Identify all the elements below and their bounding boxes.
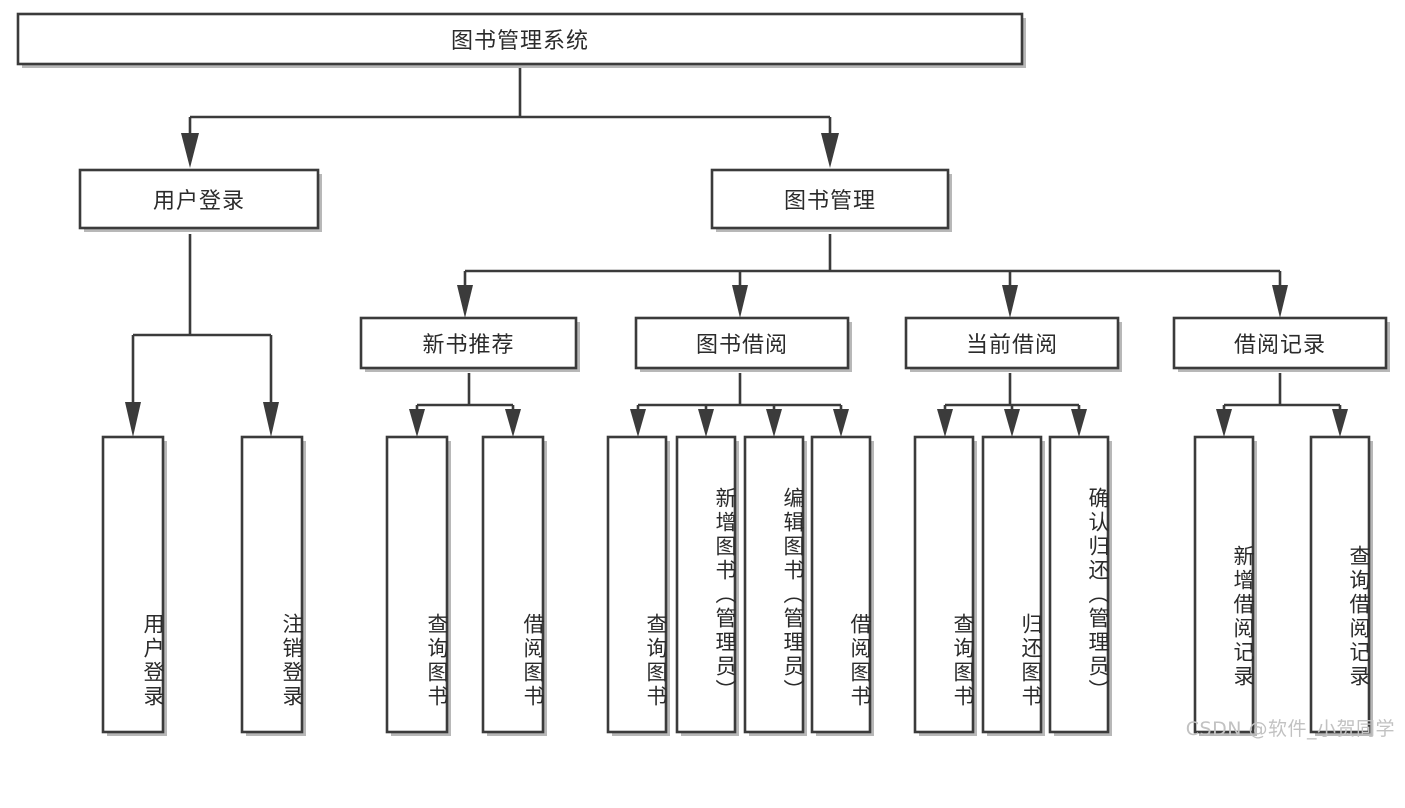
node-box-leaf-7[interactable] <box>743 435 805 734</box>
arrow-head-to-book-manage <box>821 133 839 168</box>
node-box-leaf-9[interactable] <box>913 435 975 734</box>
node-box-user-login[interactable] <box>78 168 320 230</box>
node-box-book-borrow[interactable] <box>634 316 850 370</box>
tree-diagram-svg <box>16 12 1390 736</box>
connectors <box>125 66 1348 437</box>
arrow-head-new-book-rec <box>457 285 473 318</box>
arrow-head-leaf-8 <box>833 409 849 437</box>
node-box-leaf-5[interactable] <box>606 435 668 734</box>
arrow-head-leaf-13 <box>1332 409 1348 437</box>
node-box-book-manage[interactable] <box>710 168 950 230</box>
node-box-leaf-2[interactable] <box>240 435 304 734</box>
node-boxes <box>16 12 1390 736</box>
node-box-borrow-record[interactable] <box>1172 316 1388 370</box>
arrow-head-to-user-login <box>181 133 199 168</box>
node-box-leaf-12[interactable] <box>1193 435 1255 734</box>
arrow-head-leaf-2 <box>263 402 279 437</box>
arrow-head-leaf-7 <box>766 409 782 437</box>
node-box-leaf-6[interactable] <box>675 435 737 734</box>
arrow-head-leaf-10 <box>1004 409 1020 437</box>
arrow-head-leaf-4 <box>505 409 521 437</box>
arrow-head-leaf-9 <box>937 409 953 437</box>
arrow-head-leaf-6 <box>698 409 714 437</box>
node-box-leaf-3[interactable] <box>385 435 449 734</box>
node-box-leaf-10[interactable] <box>981 435 1043 734</box>
arrow-head-leaf-1 <box>125 402 141 437</box>
node-box-leaf-11[interactable] <box>1048 435 1110 734</box>
arrow-head-borrow-record <box>1272 285 1288 318</box>
node-box-root[interactable] <box>16 12 1024 66</box>
diagram-canvas: 图书管理系统 用户登录 图书管理 新书推荐 图书借阅 当前借阅 借阅记录 用户登… <box>16 12 1394 740</box>
node-box-leaf-8[interactable] <box>810 435 872 734</box>
node-box-leaf-4[interactable] <box>481 435 545 734</box>
arrow-head-leaf-5 <box>630 409 646 437</box>
arrow-head-leaf-3 <box>409 409 425 437</box>
node-box-leaf-1[interactable] <box>101 435 165 734</box>
arrow-head-current-borrow <box>1002 285 1018 318</box>
node-box-current-borrow[interactable] <box>904 316 1120 370</box>
arrow-head-leaf-11 <box>1071 409 1087 437</box>
node-box-leaf-13[interactable] <box>1309 435 1371 734</box>
arrow-head-book-borrow <box>732 285 748 318</box>
node-box-new-book-rec[interactable] <box>359 316 578 370</box>
arrow-head-leaf-12 <box>1216 409 1232 437</box>
